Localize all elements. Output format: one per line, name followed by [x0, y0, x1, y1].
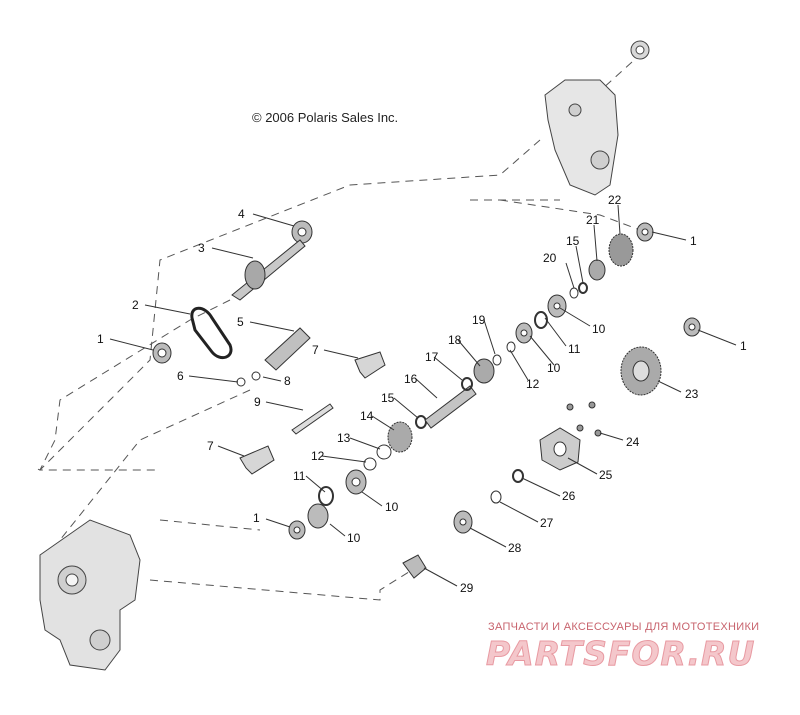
callout-15-mid: 15	[381, 391, 395, 405]
gear-22	[608, 233, 634, 267]
callout-3: 3	[198, 241, 205, 255]
ring-13	[376, 444, 392, 460]
callout-2: 2	[132, 298, 139, 312]
callout-8: 8	[284, 374, 291, 388]
leader-lines	[109, 204, 737, 587]
callout-22: 22	[608, 193, 622, 207]
copyright-notice: © 2006 Polaris Sales Inc.	[252, 110, 399, 125]
callout-9: 9	[254, 395, 261, 409]
shaft-16	[424, 385, 477, 429]
callout-10-mid: 10	[547, 361, 561, 375]
shift-drum-5	[264, 327, 311, 371]
callout-13: 13	[337, 431, 351, 445]
watermark-logo: PARTSFOR.RU	[485, 634, 756, 674]
callout-11-lower: 11	[293, 469, 306, 483]
callout-14: 14	[360, 409, 374, 423]
callout-labels: 4 3 2 1 5 6 8 7 9 7 1 11 12 13 14 15 16 …	[97, 193, 747, 595]
callout-6: 6	[177, 369, 184, 383]
parts	[152, 220, 701, 579]
callout-24: 24	[626, 435, 640, 449]
bearing-10-bottom	[307, 503, 329, 529]
callout-5: 5	[237, 315, 244, 329]
ring-17	[461, 377, 473, 391]
callout-23: 23	[685, 387, 699, 401]
callout-10-lower: 10	[385, 500, 399, 514]
transmission-cover	[544, 40, 650, 196]
callout-15-upper: 15	[566, 234, 580, 248]
callout-1-upper-right: 1	[690, 234, 697, 248]
ring-11-lower	[318, 486, 334, 506]
callout-18: 18	[448, 333, 462, 347]
ring-27	[490, 490, 502, 504]
callout-29: 29	[460, 581, 474, 595]
callout-28: 28	[508, 541, 522, 555]
callout-1-left: 1	[97, 332, 104, 346]
shaft-3	[231, 239, 306, 301]
callout-19: 19	[472, 313, 486, 327]
callout-7-lower: 7	[207, 439, 214, 453]
sensor-29	[402, 554, 427, 579]
callout-12-lower: 12	[311, 449, 325, 463]
gear-14	[387, 421, 413, 453]
watermark-tagline: ЗАПЧАСТИ И АКСЕССУАРЫ ДЛЯ МОТОТЕХНИКИ	[488, 621, 760, 633]
callout-7-upper: 7	[312, 343, 319, 357]
ring-26	[512, 469, 524, 483]
chain-2	[190, 306, 233, 360]
gear-21	[588, 259, 606, 281]
callout-20: 20	[543, 251, 557, 265]
ring-20	[569, 287, 579, 299]
callout-1-bottom: 1	[253, 511, 260, 525]
callout-12-upper: 12	[526, 377, 540, 391]
callout-27: 27	[540, 516, 554, 530]
bolts-24	[566, 401, 602, 437]
callout-10-upper: 10	[592, 322, 606, 336]
callout-26: 26	[562, 489, 576, 503]
callout-1-right: 1	[740, 339, 747, 353]
transmission-case	[39, 519, 141, 671]
ring-12-lower	[363, 457, 377, 471]
ring-15-upper	[578, 282, 588, 294]
callout-4: 4	[238, 207, 245, 221]
callout-16: 16	[404, 372, 418, 386]
callout-10-bottom: 10	[347, 531, 361, 545]
fork-7-lower	[239, 445, 275, 475]
ring-6	[236, 377, 246, 387]
callout-25: 25	[599, 468, 613, 482]
callout-17: 17	[425, 350, 439, 364]
ring-11-upper	[534, 311, 548, 329]
callout-21: 21	[586, 213, 600, 227]
ring-12-upper	[506, 341, 516, 353]
ring-8	[251, 371, 261, 381]
fork-7-upper	[354, 351, 386, 379]
ring-19	[492, 354, 502, 366]
callout-11-upper: 11	[568, 342, 581, 356]
rod-9	[291, 403, 334, 435]
